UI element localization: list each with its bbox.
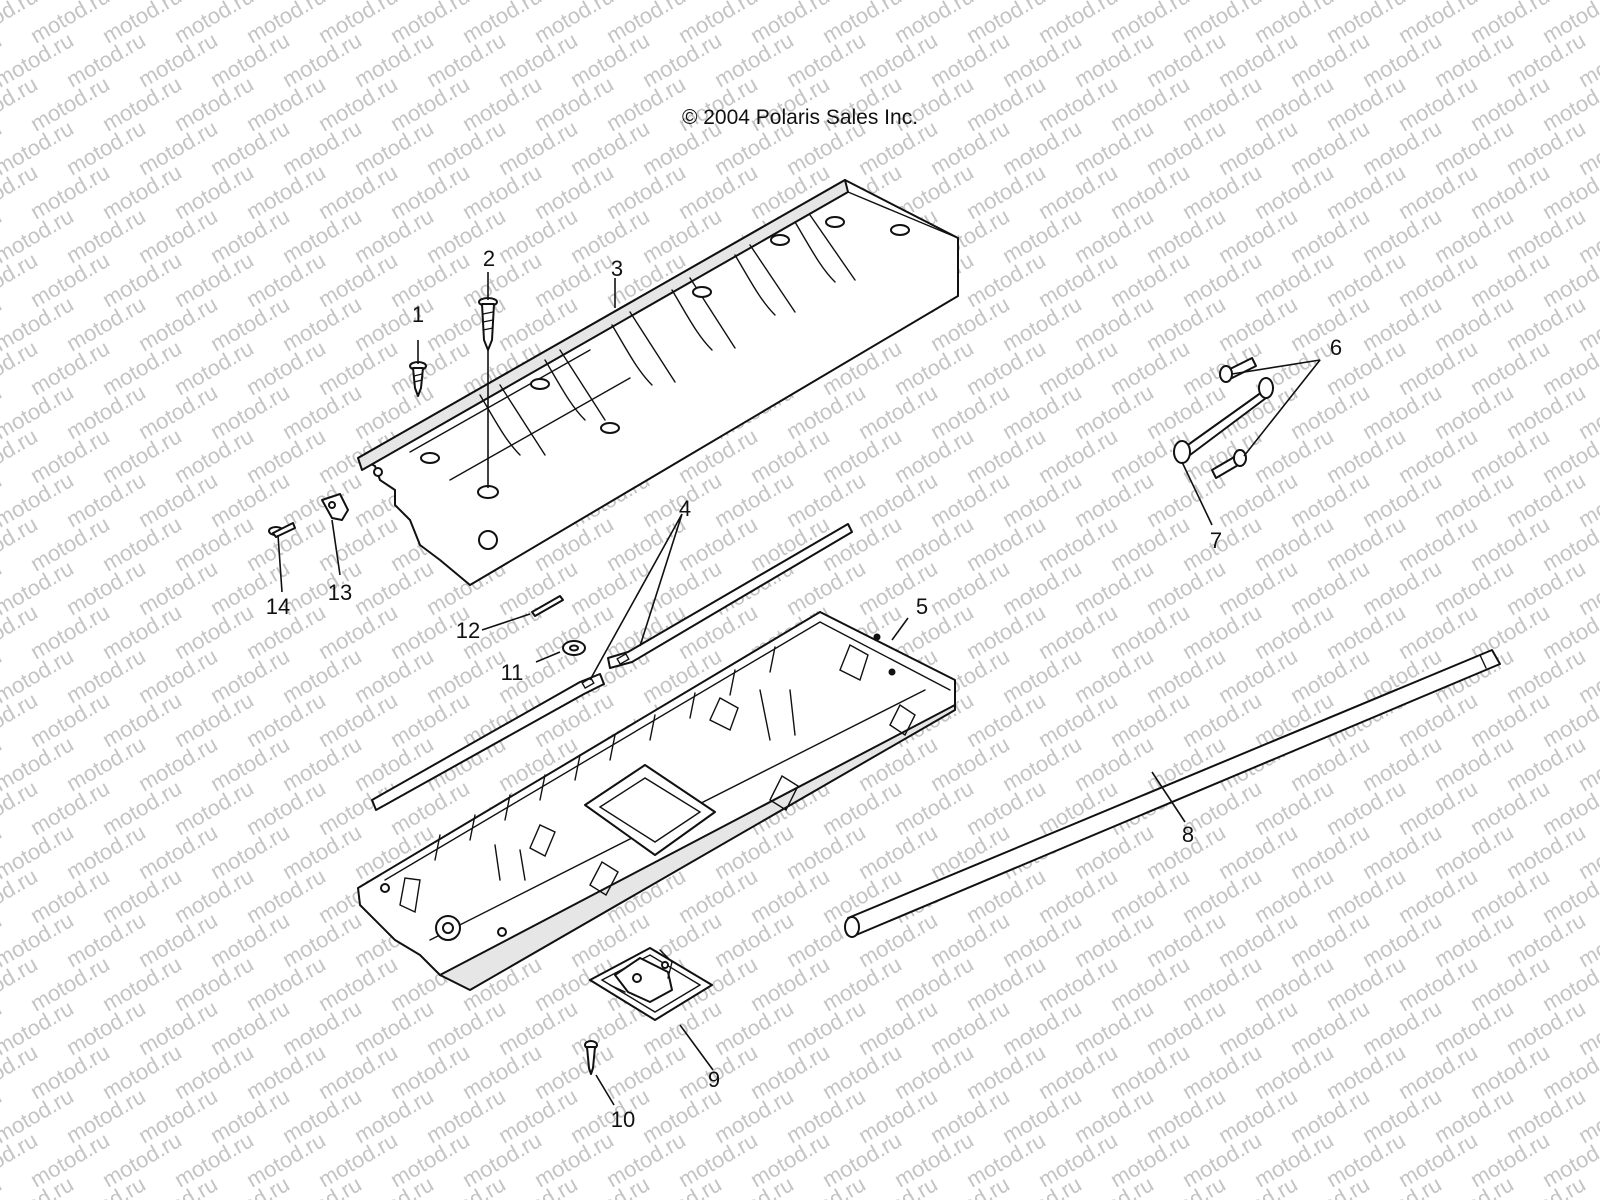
callout-14: 14 [266,594,290,619]
callout-10: 10 [611,1107,635,1132]
callout-2: 2 [483,246,495,271]
pin-12 [531,595,564,617]
screw-10 [584,1040,598,1075]
clip-13 [321,493,349,521]
callout-3: 3 [611,256,623,281]
callout-7: 7 [1210,528,1222,553]
upper-cover-panel [357,179,959,586]
callout-12: 12 [456,618,480,643]
lower-tray-5 [357,611,956,991]
bolt-7 [1173,377,1274,464]
screw-6-upper [1219,357,1257,383]
callout-6: 6 [1330,335,1342,360]
callout-5: 5 [916,594,928,619]
callout-4: 4 [679,496,691,521]
callout-8: 8 [1182,822,1194,847]
screw-6-lower [1211,449,1247,479]
push-rivet-1 [409,361,427,397]
callout-11: 11 [501,660,524,685]
push-rivet-2 [478,297,498,351]
callout-13: 13 [328,580,352,605]
latch-plate-9 [589,947,713,1021]
callout-9: 9 [708,1067,720,1092]
callout-1: 1 [412,302,424,327]
watermark-text: motod.ru [1574,0,1600,4]
screw-14 [268,522,296,538]
washer-11 [562,640,586,656]
